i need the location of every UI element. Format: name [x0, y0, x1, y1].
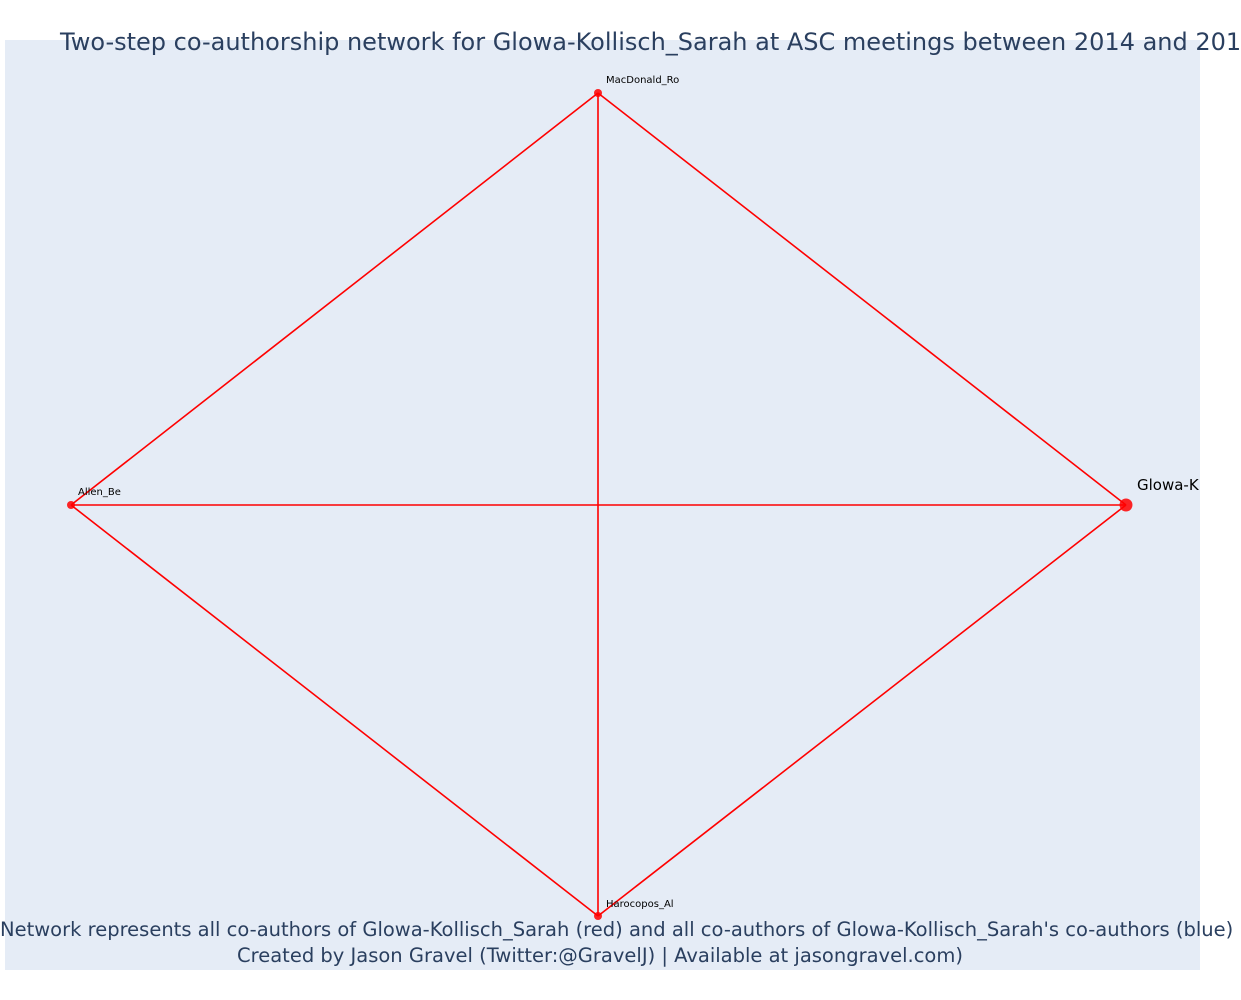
chart-title: Two-step co-authorship network for Glowa…: [60, 28, 1241, 56]
node-label: Glowa-K: [1137, 476, 1200, 494]
node-label: Allen_Be: [78, 487, 121, 498]
nodes-layer: [67, 89, 1133, 920]
edges-layer: [70, 92, 1127, 917]
network-edge: [70, 504, 599, 917]
network-edge: [70, 92, 599, 506]
network-edge: [597, 92, 1127, 506]
network-edge: [597, 504, 1127, 917]
footer-caption: Network represents all co-authors of Glo…: [0, 918, 1234, 941]
network-node[interactable]: [1119, 498, 1133, 512]
node-label: MacDonald_Ro: [606, 75, 679, 86]
node-label: Harocopos_Al: [606, 899, 674, 910]
footer-credit: Created by Jason Gravel (Twitter:@Gravel…: [237, 944, 963, 967]
network-node[interactable]: [594, 912, 602, 920]
network-node[interactable]: [594, 89, 602, 97]
network-node[interactable]: [67, 501, 75, 509]
